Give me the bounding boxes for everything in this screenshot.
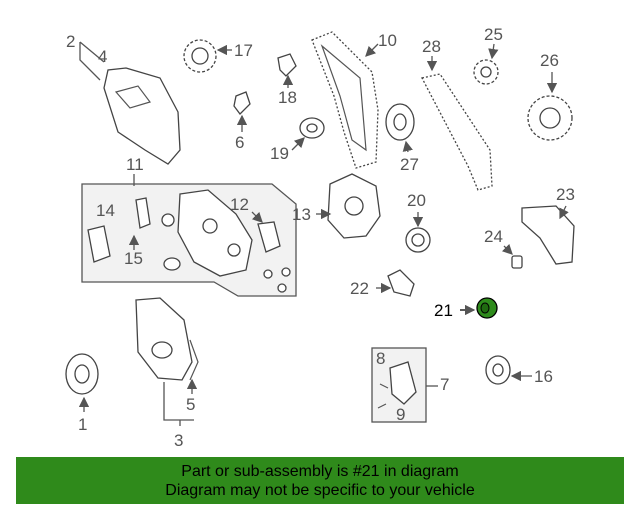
info-banner: Part or sub-assembly is #21 in diagram D…	[16, 457, 624, 504]
callout-22: 22	[350, 279, 369, 298]
mount-bracket-part-23	[521, 205, 575, 265]
crank-pulley-part-1	[65, 353, 99, 395]
roller-part-16	[485, 355, 511, 385]
callout-10: 10	[378, 31, 397, 50]
callout-18: 18	[278, 88, 297, 107]
seal-part-20	[405, 227, 431, 253]
callout-6: 6	[235, 133, 244, 152]
callout-3: 3	[174, 431, 183, 450]
callout-7: 7	[440, 375, 449, 394]
callout-2: 2	[66, 32, 75, 51]
banner-line-1: Part or sub-assembly is #21 in diagram	[181, 462, 459, 480]
callout-19: 19	[270, 144, 289, 163]
small-sprocket-part-25	[473, 59, 499, 85]
callout-8: 8	[376, 349, 385, 368]
idler-pulley-part-19	[299, 117, 325, 139]
timing-belt-cover-part-4	[103, 67, 181, 165]
callout-27: 27	[400, 155, 419, 174]
drive-belt-part-28	[421, 73, 493, 191]
callout-11: 11	[126, 155, 144, 174]
banner-line-2: Diagram may not be specific to your vehi…	[165, 481, 475, 499]
gasket-kit-part-7	[371, 347, 427, 423]
callout-24: 24	[484, 227, 503, 246]
callout-21: 21	[434, 301, 453, 320]
callout-9: 9	[396, 405, 405, 424]
large-sprocket-part-26	[527, 95, 573, 141]
callout-13: 13	[292, 205, 311, 224]
cam-sprocket-part-17	[183, 39, 217, 73]
callout-5: 5	[186, 395, 195, 414]
exploded-parts-diagram: 2 4 17 18 6 19 10 27 28	[65, 25, 575, 450]
callout-16: 16	[534, 367, 553, 386]
water-pump-part-13	[327, 173, 381, 239]
callout-1: 1	[78, 415, 87, 434]
callout-28: 28	[422, 37, 441, 56]
callout-14: 14	[96, 201, 115, 220]
callout-23: 23	[556, 185, 575, 204]
lower-cover-part-3	[135, 297, 199, 381]
bracket-part-6	[233, 91, 251, 115]
callout-15: 15	[124, 249, 143, 268]
highlighted-part-21	[476, 297, 498, 319]
callout-25: 25	[484, 25, 503, 44]
bolt-part-24	[511, 255, 523, 269]
callout-17: 17	[234, 41, 253, 60]
callout-12: 12	[230, 195, 249, 214]
tensioner-arm-part-22	[387, 269, 415, 297]
tensioner-pulley-part-27	[385, 103, 415, 141]
inner-cover-assembly-part-11	[81, 183, 297, 297]
bracket-part-18	[277, 53, 297, 77]
timing-belt-part-10	[311, 31, 379, 169]
callout-20: 20	[407, 191, 426, 210]
callout-4: 4	[98, 47, 107, 66]
callout-26: 26	[540, 51, 559, 70]
